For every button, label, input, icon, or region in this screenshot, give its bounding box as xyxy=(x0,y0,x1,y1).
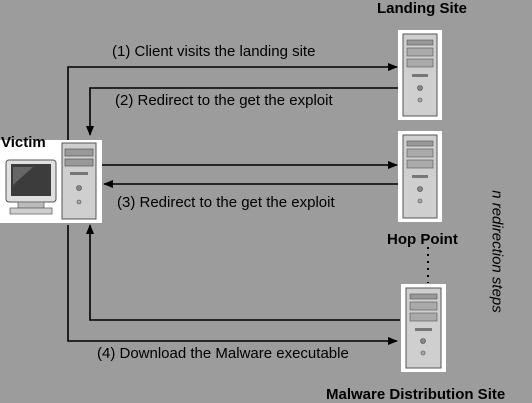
server-tower-icon xyxy=(401,284,446,372)
malware-distribution-title: Malware Distribution Site xyxy=(326,386,506,403)
malware-distribution-server xyxy=(401,284,446,372)
step-1-label: (1) Client visits the landing site xyxy=(112,43,316,60)
redirection-steps-note: n redirection steps xyxy=(488,190,506,313)
arrow-malware-to-victim xyxy=(86,224,400,321)
arrow-step-4 xyxy=(67,225,398,345)
desktop-computer-icon xyxy=(0,140,102,223)
victim-title: Victim xyxy=(1,134,46,151)
arrow-step-2 xyxy=(86,87,398,136)
hop-point-title: Hop Point xyxy=(387,231,458,248)
hop-point-server xyxy=(398,131,442,222)
step-4-label: (4) Download the Malware executable xyxy=(97,345,349,362)
server-tower-icon xyxy=(398,131,442,222)
landing-site-server xyxy=(398,30,442,120)
arrow-step-1 xyxy=(67,63,398,140)
server-tower-icon xyxy=(398,30,442,120)
step-3-label: (3) Redirect to the get the exploit xyxy=(117,194,335,211)
step-2-label: (2) Redirect to the get the exploit xyxy=(115,92,333,109)
victim-computer xyxy=(0,140,102,223)
landing-site-title: Landing Site xyxy=(377,0,467,17)
